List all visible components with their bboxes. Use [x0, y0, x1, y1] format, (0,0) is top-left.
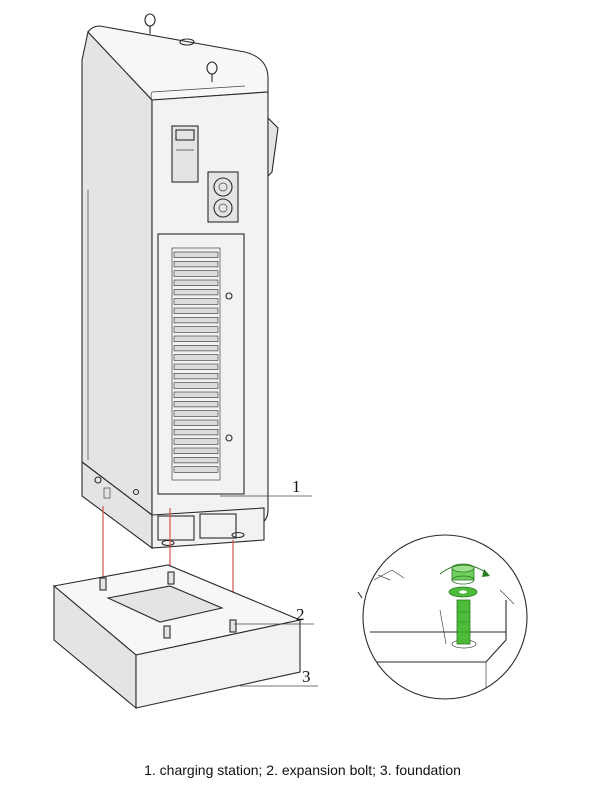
lifting-eye-icon [206, 61, 218, 82]
vent-slat [173, 316, 219, 324]
vent-slat [173, 288, 219, 296]
callout-label-1: 1 [292, 477, 301, 496]
callout-3: 3 [240, 667, 318, 687]
vent-slat [173, 251, 219, 258]
door-screw [225, 434, 233, 442]
vent-slat [173, 410, 219, 417]
foundation [52, 564, 302, 710]
vent-slat [173, 466, 219, 473]
vent-slat [173, 391, 219, 398]
callout-1: 1 [220, 477, 312, 497]
display-window [171, 125, 199, 183]
charging-station [81, 13, 279, 550]
vent-slat [173, 260, 219, 268]
vent-slat [173, 344, 219, 352]
vent-slat [173, 438, 219, 445]
vent-slat [173, 372, 219, 380]
vent-slat [173, 363, 219, 370]
vent-slats [173, 251, 219, 473]
vent-slat [173, 326, 219, 333]
vent-slat [173, 298, 219, 305]
station-base [81, 460, 265, 550]
vent-slat [173, 419, 219, 426]
vent-slat [173, 335, 219, 342]
charging-connector [207, 171, 239, 223]
callout-label-3: 3 [302, 667, 311, 686]
vent-slat [173, 456, 219, 464]
vent-slat [173, 382, 219, 389]
vent-slat [173, 447, 219, 454]
callout-2: 2 [234, 605, 314, 625]
vent-slat [173, 279, 219, 286]
callout-label-2: 2 [296, 605, 305, 624]
rotation-arrow-icon [439, 564, 490, 577]
vent-slat [173, 270, 219, 277]
vent-door [157, 233, 245, 495]
top-cable-port [179, 38, 195, 46]
vent-slat [173, 400, 219, 408]
bolt-detail-view [357, 534, 528, 700]
lifting-eye-icon [144, 13, 156, 34]
vent-slat [173, 354, 219, 361]
figure-caption: 1. charging station; 2. expansion bolt; … [144, 762, 461, 778]
expansion-bolts [99, 571, 237, 639]
vent-slat [173, 428, 219, 436]
door-screw [225, 292, 233, 300]
vent-slat [173, 307, 219, 314]
